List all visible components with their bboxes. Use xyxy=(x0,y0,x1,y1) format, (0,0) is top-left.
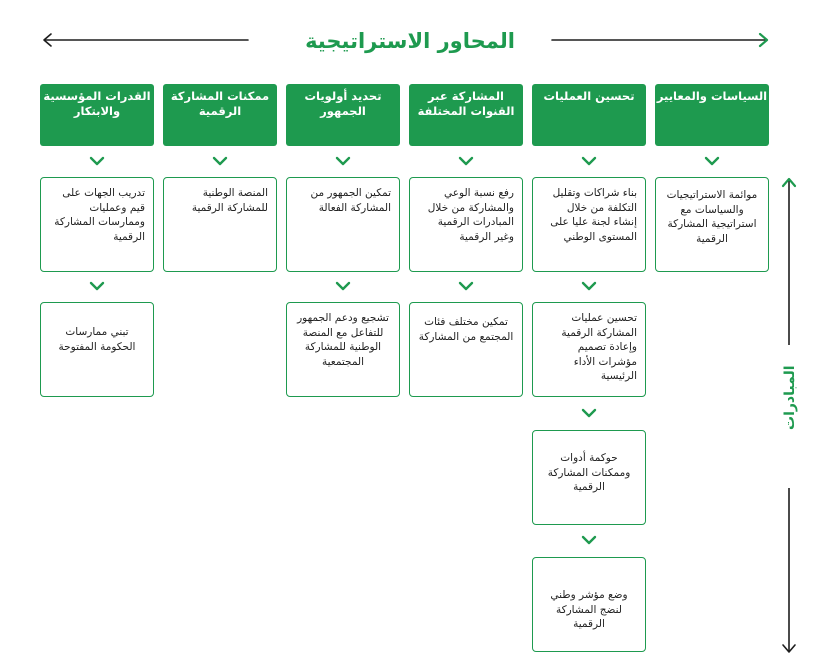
down-chevron-icon xyxy=(581,156,597,166)
title-right-arrow-head xyxy=(758,32,769,48)
pillar-header-channels: المشاركة عبر القنوات المختلفة xyxy=(409,84,523,146)
down-chevron-icon xyxy=(89,156,105,166)
down-chevron-icon xyxy=(458,156,474,166)
initiative-box: حوكمة أدوات وممكنات المشاركة الرقمية xyxy=(532,430,646,525)
pillar-header-policies: السياسات والمعايير xyxy=(655,84,769,146)
down-chevron-icon xyxy=(581,281,597,291)
initiative-box: تشجيع ودعم الجمهور للتفاعل مع المنصة الو… xyxy=(286,302,400,397)
down-chevron-icon xyxy=(335,281,351,291)
pillar-header-priorities: تحديد أولويات الجمهور xyxy=(286,84,400,146)
down-chevron-icon xyxy=(704,156,720,166)
initiative-box: المنصة الوطنية للمشاركة الرقمية xyxy=(163,177,277,272)
initiatives-side-label: المبادرات xyxy=(782,365,798,430)
side-arrow-top-head xyxy=(781,177,797,188)
initiative-box: وضع مؤشر وطني لنضج المشاركة الرقمية xyxy=(532,557,646,652)
initiative-box: تدريب الجهات على قيم وعمليات وممارسات ال… xyxy=(40,177,154,272)
initiative-box: بناء شراكات وتقليل التكلفة من خلال إنشاء… xyxy=(532,177,646,272)
side-arrow-bottom-head xyxy=(782,644,796,653)
initiative-box: تمكين مختلف فئات المجتمع من المشاركة xyxy=(409,302,523,397)
down-chevron-icon xyxy=(581,408,597,418)
down-chevron-icon xyxy=(335,156,351,166)
initiative-box: تبني ممارسات الحكومة المفتوحة xyxy=(40,302,154,397)
down-chevron-icon xyxy=(212,156,228,166)
initiative-box: رفع نسبة الوعي والمشاركة من خلال المبادر… xyxy=(409,177,523,272)
down-chevron-icon xyxy=(458,281,474,291)
pillar-header-processes: تحسين العمليات xyxy=(532,84,646,146)
initiative-box: تحسين عمليات المشاركة الرقمية وإعادة تصم… xyxy=(532,302,646,397)
down-chevron-icon xyxy=(89,281,105,291)
pillar-header-capabilities: القدرات المؤسسية والابتكار xyxy=(40,84,154,146)
initiative-box: تمكين الجمهور من المشاركة الفعالة xyxy=(286,177,400,272)
down-chevron-icon xyxy=(581,535,597,545)
pillar-header-enablers: ممكنات المشاركة الرقمية xyxy=(163,84,277,146)
initiative-box: موائمة الاستراتيجيات والسياسات مع استرات… xyxy=(655,177,769,272)
title-left-arrow-head xyxy=(43,33,52,47)
diagram-title: المحاور الاستراتيجية xyxy=(305,29,515,53)
